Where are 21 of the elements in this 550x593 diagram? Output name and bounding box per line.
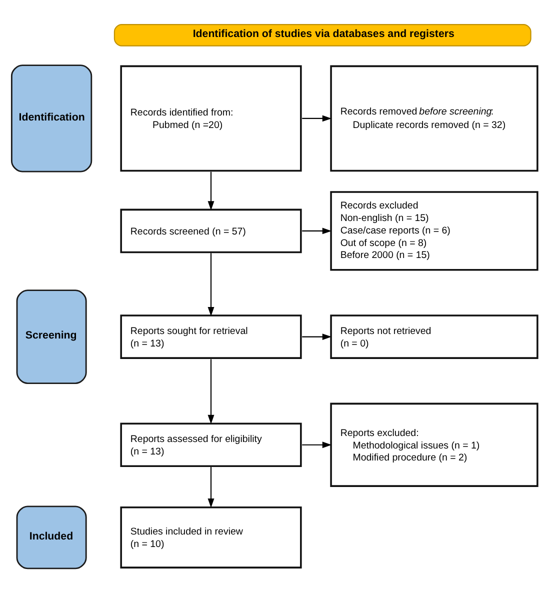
- arrow: [302, 115, 332, 122]
- node-box: Identification of studies via databases and registers: [114, 24, 532, 46]
- arrow: [208, 253, 214, 316]
- arrow: [208, 172, 214, 210]
- arrow: [302, 334, 332, 340]
- arrow: [208, 467, 214, 508]
- node-box: Records screened (n = 57): [120, 208, 302, 254]
- node-box: Screening: [16, 290, 87, 384]
- node-box: Records identified from: Pubmed (n =20): [120, 65, 302, 172]
- arrow: [302, 228, 332, 234]
- node-box: Reports excluded: Methodological issues (n = 1) Modified procedure (n = 2): [330, 402, 538, 487]
- node-box: Reports sought for retrieval (n = 13): [120, 314, 302, 359]
- node-box: Reports not retrieved (n = 0): [330, 314, 538, 359]
- node-box: Studies included in review (n = 10): [120, 506, 302, 568]
- node-box: Identification: [10, 64, 92, 172]
- arrow: [302, 442, 332, 448]
- node-box: Reports assessed for eligibility (n = 13): [120, 422, 302, 468]
- node-box: Included: [16, 506, 87, 570]
- node-box: Records removed before screening: Duplicate records removed (n = 32): [330, 65, 538, 172]
- node-box: Records excluded Non-english (n = 15) Case/case reports (n = 6) Out of scope (n = 8) Before 2000 (n = 15): [330, 191, 538, 271]
- arrow: [208, 359, 214, 424]
